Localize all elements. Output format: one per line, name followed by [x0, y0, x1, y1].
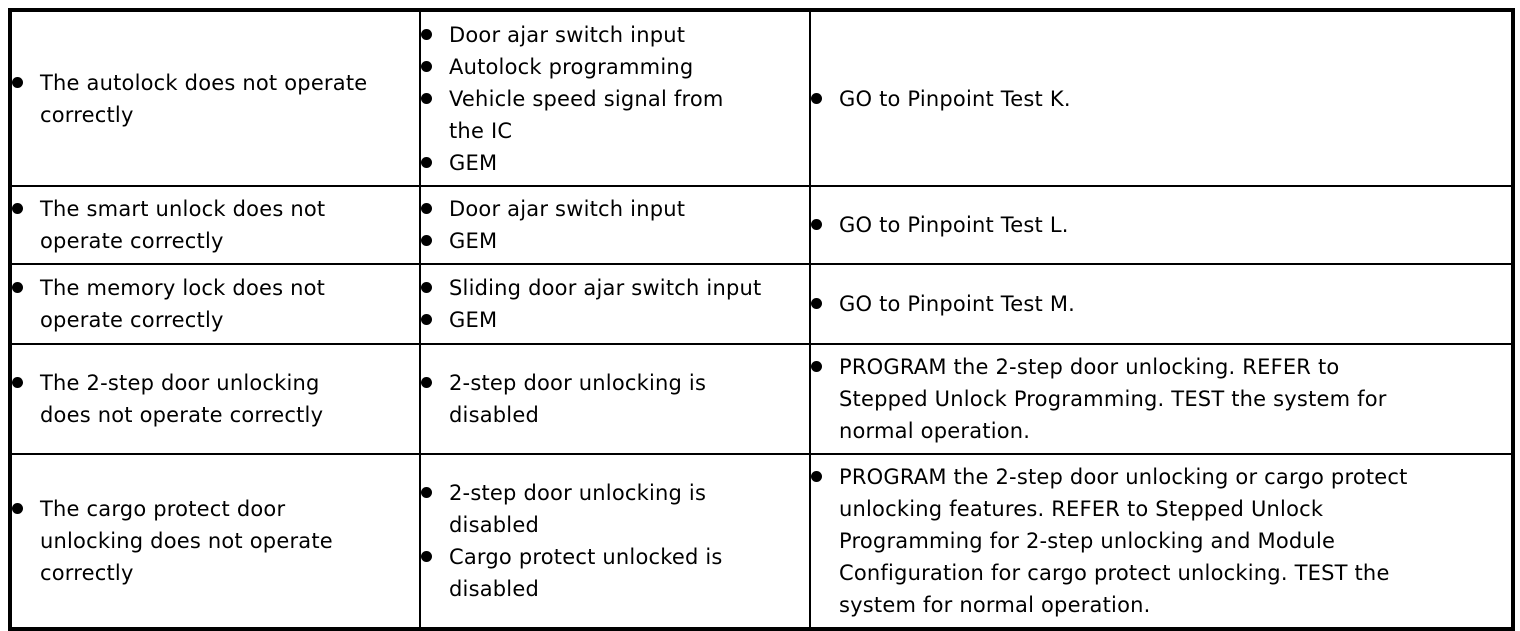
- list-item: GO to Pinpoint Test K.: [811, 83, 1503, 115]
- list-item: 2-step door unlocking is disabled: [421, 367, 801, 431]
- possible-sources-cell: 2-step door unlocking is disabled Cargo …: [419, 453, 811, 630]
- list-item-text: The autolock does not operate correctly: [40, 70, 368, 127]
- list-item-text: GO to Pinpoint Test L.: [839, 213, 1069, 237]
- list-item: Autolock programming: [421, 51, 801, 83]
- symptom-cell: The 2-step door unlocking does not opera…: [9, 343, 421, 455]
- symptom-list: The autolock does not operate correctly: [12, 67, 411, 131]
- table-row: The memory lock does not operate correct…: [9, 263, 1514, 345]
- action-cell: GO to Pinpoint Test M.: [809, 263, 1514, 345]
- bullet-icon: [421, 92, 432, 104]
- list-item-text: Cargo protect unlocked is disabled: [449, 545, 723, 601]
- action-list: PROGRAM the 2-step door unlocking or car…: [811, 461, 1503, 621]
- list-item-text: GEM: [449, 308, 498, 332]
- action-list: PROGRAM the 2-step door unlocking. REFER…: [811, 351, 1503, 447]
- bullet-icon: [12, 503, 23, 514]
- bullet-icon: [421, 235, 432, 246]
- bullet-icon: [421, 28, 432, 40]
- list-item: The smart unlock does not operate correc…: [12, 193, 411, 257]
- list-item: Vehicle speed signal from the IC: [421, 83, 801, 147]
- bullet-icon: [811, 361, 822, 372]
- list-item: GO to Pinpoint Test L.: [811, 209, 1503, 241]
- list-item: Door ajar switch input: [421, 19, 801, 51]
- symptom-list: The smart unlock does not operate correc…: [12, 193, 411, 257]
- possible-sources-cell: Sliding door ajar switch input GEM: [419, 263, 811, 345]
- list-item: GEM: [421, 147, 801, 179]
- bullet-icon: [12, 203, 23, 214]
- bullet-icon: [421, 156, 432, 168]
- symptom-list: The memory lock does not operate correct…: [12, 272, 411, 336]
- list-item: The autolock does not operate correctly: [12, 67, 411, 131]
- list-item-text: The 2-step door unlocking does not opera…: [40, 371, 324, 427]
- list-item-text: The cargo protect door unlocking does no…: [40, 497, 333, 585]
- symptom-cell: The autolock does not operate correctly: [9, 9, 421, 187]
- action-cell: PROGRAM the 2-step door unlocking. REFER…: [809, 343, 1514, 455]
- symptom-cell: The smart unlock does not operate correc…: [9, 185, 421, 265]
- list-item-text: The smart unlock does not operate correc…: [40, 197, 326, 253]
- list-item-text: PROGRAM the 2-step door unlocking. REFER…: [839, 355, 1387, 443]
- bullet-icon: [811, 298, 822, 309]
- bullet-icon: [421, 60, 432, 72]
- list-item-text: GO to Pinpoint Test K.: [839, 86, 1071, 111]
- list-item-text: PROGRAM the 2-step door unlocking or car…: [839, 465, 1408, 617]
- symptom-list: The 2-step door unlocking does not opera…: [12, 367, 411, 431]
- list-item: PROGRAM the 2-step door unlocking or car…: [811, 461, 1503, 621]
- list-item-text: 2-step door unlocking is disabled: [449, 481, 707, 537]
- symptom-cell: The memory lock does not operate correct…: [9, 263, 421, 345]
- list-item: Cargo protect unlocked is disabled: [421, 541, 801, 605]
- bullet-icon: [421, 282, 432, 293]
- bullet-icon: [12, 282, 23, 293]
- list-item: 2-step door unlocking is disabled: [421, 477, 801, 541]
- bullet-icon: [12, 377, 23, 388]
- bullet-icon: [421, 551, 432, 562]
- sources-list: 2-step door unlocking is disabled: [421, 367, 801, 431]
- sources-list: Door ajar switch input Autolock programm…: [421, 19, 801, 179]
- list-item-text: GEM: [449, 229, 498, 253]
- bullet-icon: [421, 314, 432, 325]
- list-item: Sliding door ajar switch input: [421, 272, 801, 304]
- list-item: GEM: [421, 225, 801, 257]
- symptom-cell: The cargo protect door unlocking does no…: [9, 453, 421, 630]
- sources-list: 2-step door unlocking is disabled Cargo …: [421, 477, 801, 605]
- list-item-text: GO to Pinpoint Test M.: [839, 292, 1076, 316]
- bullet-icon: [421, 377, 432, 388]
- bullet-icon: [811, 219, 822, 230]
- action-cell: GO to Pinpoint Test L.: [809, 185, 1514, 265]
- action-list: GO to Pinpoint Test L.: [811, 209, 1503, 241]
- table-row: The cargo protect door unlocking does no…: [9, 453, 1514, 630]
- action-list: GO to Pinpoint Test K.: [811, 83, 1503, 115]
- possible-sources-cell: Door ajar switch input GEM: [419, 185, 811, 265]
- list-item-text: Autolock programming: [449, 54, 694, 79]
- diagnostic-table: The autolock does not operate correctly …: [8, 8, 1515, 631]
- list-item: The 2-step door unlocking does not opera…: [12, 367, 411, 431]
- bullet-icon: [811, 92, 822, 104]
- table-row: The 2-step door unlocking does not opera…: [9, 343, 1514, 455]
- table-row: The smart unlock does not operate correc…: [9, 185, 1514, 265]
- list-item-text: Vehicle speed signal from the IC: [449, 86, 724, 143]
- table-row: The autolock does not operate correctly …: [9, 9, 1514, 187]
- sources-list: Door ajar switch input GEM: [421, 193, 801, 257]
- list-item-text: Door ajar switch input: [449, 197, 686, 221]
- list-item: GO to Pinpoint Test M.: [811, 288, 1503, 320]
- list-item: GEM: [421, 304, 801, 336]
- list-item-text: The memory lock does not operate correct…: [40, 276, 326, 332]
- bullet-icon: [421, 203, 432, 214]
- list-item-text: GEM: [449, 150, 498, 175]
- action-list: GO to Pinpoint Test M.: [811, 288, 1503, 320]
- bullet-icon: [12, 76, 23, 88]
- list-item-text: Sliding door ajar switch input: [449, 276, 762, 300]
- list-item-text: Door ajar switch input: [449, 22, 686, 47]
- possible-sources-cell: 2-step door unlocking is disabled: [419, 343, 811, 455]
- sources-list: Sliding door ajar switch input GEM: [421, 272, 801, 336]
- bullet-icon: [421, 487, 432, 498]
- list-item: The memory lock does not operate correct…: [12, 272, 411, 336]
- list-item: PROGRAM the 2-step door unlocking. REFER…: [811, 351, 1503, 447]
- list-item: Door ajar switch input: [421, 193, 801, 225]
- list-item-text: 2-step door unlocking is disabled: [449, 371, 707, 427]
- action-cell: PROGRAM the 2-step door unlocking or car…: [809, 453, 1514, 630]
- symptom-list: The cargo protect door unlocking does no…: [12, 493, 411, 589]
- possible-sources-cell: Door ajar switch input Autolock programm…: [419, 9, 811, 187]
- list-item: The cargo protect door unlocking does no…: [12, 493, 411, 589]
- bullet-icon: [811, 471, 822, 482]
- action-cell: GO to Pinpoint Test K.: [809, 9, 1514, 187]
